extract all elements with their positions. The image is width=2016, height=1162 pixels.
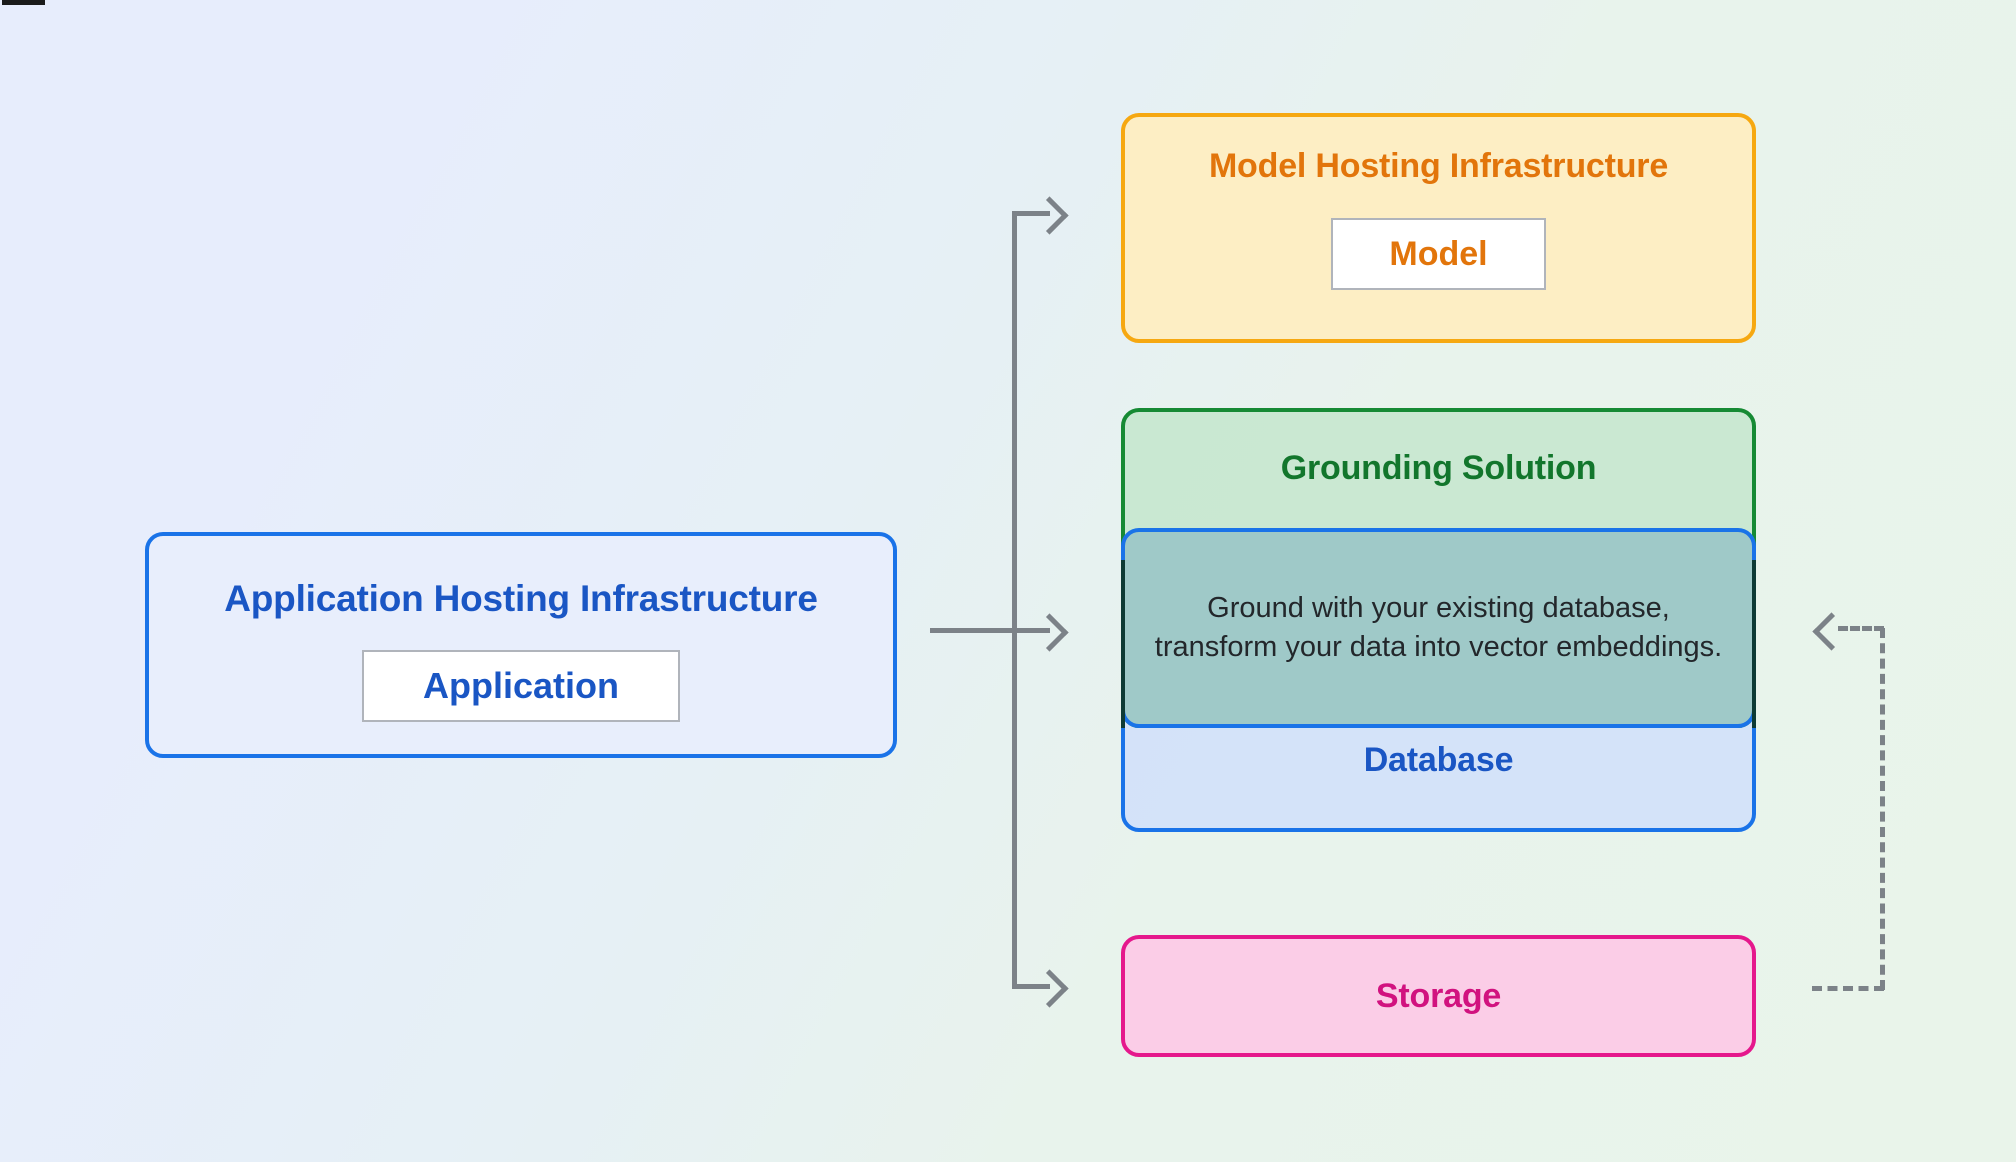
dashed-segment-bottom [1812, 986, 1884, 991]
node-application-hosting-infrastructure[interactable]: Application Hosting Infrastructure Appli… [145, 532, 897, 758]
model-chip[interactable]: Model [1331, 218, 1546, 290]
node-storage[interactable]: Storage [1121, 935, 1756, 1057]
connector-branch-to-model [1012, 211, 1050, 216]
overlap-edge-right [1752, 560, 1756, 728]
arrowhead-to-grounding [1030, 613, 1069, 652]
grounding-description: Ground with your existing database, tran… [1154, 591, 1723, 663]
connector-branch-to-grounding [1012, 628, 1050, 633]
arrowhead-storage-to-database [1812, 612, 1851, 651]
connector-application-out [930, 628, 1017, 633]
overlap-edge-left [1121, 560, 1125, 728]
storage-title: Storage [1375, 976, 1502, 1015]
connector-trunk-vertical [1012, 211, 1017, 989]
arrowhead-to-storage [1030, 969, 1069, 1008]
arrowhead-to-model [1030, 196, 1069, 235]
corner-artifact [2, 0, 45, 5]
database-title: Database [1363, 741, 1514, 779]
dashed-segment-vertical [1880, 628, 1885, 990]
application-chip[interactable]: Application [362, 650, 680, 722]
grounding-database-overlap-panel[interactable]: Ground with your existing database, tran… [1121, 528, 1756, 728]
dashed-segment-top [1838, 626, 1884, 631]
model-hosting-title: Model Hosting Infrastructure [1208, 147, 1669, 185]
connector-branch-to-storage [1012, 984, 1050, 989]
grounding-solution-title: Grounding Solution [1280, 449, 1597, 487]
application-hosting-title: Application Hosting Infrastructure [224, 578, 818, 619]
node-model-hosting-infrastructure[interactable]: Model Hosting Infrastructure Model [1121, 113, 1756, 343]
